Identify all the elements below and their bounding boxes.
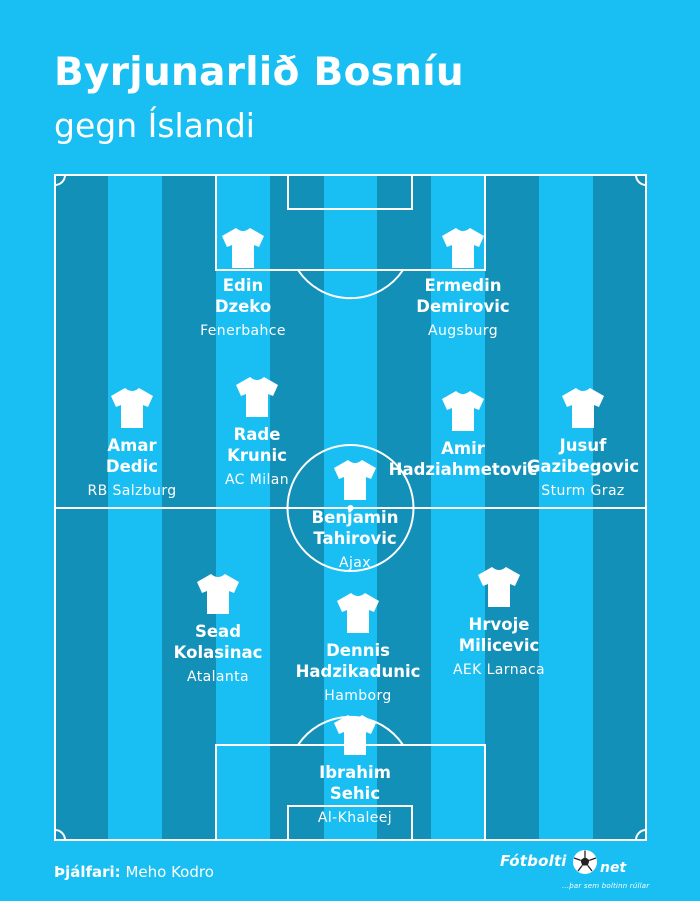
player-name: Amar Dedic — [105, 436, 159, 476]
player-dedic: Amar Dedic RB Salzburg — [47, 385, 217, 500]
player-club: AC Milan — [224, 472, 290, 488]
player-club: AEK Larnaca — [452, 662, 546, 678]
shirt-icon — [197, 574, 239, 614]
corner-arc-top-right — [635, 174, 647, 186]
player-name: Hrvoje Milicevic — [458, 615, 540, 655]
shirt-icon — [334, 715, 376, 755]
player-name: Sead Kolasinac — [173, 622, 263, 662]
center-spot — [347, 505, 354, 511]
top-penalty-arc — [297, 269, 404, 300]
shirt-icon — [222, 228, 264, 268]
coach-name: Meho Kodro — [125, 863, 214, 881]
logo-text: Fótbolti — [500, 852, 567, 870]
shirt-icon — [337, 593, 379, 633]
player-demirovic: Ermedin Demirovic Augsburg — [378, 225, 548, 340]
player-name: Rade Krunic — [227, 425, 287, 465]
player-name: Dennis Hadzikadunic — [295, 641, 421, 681]
top-goal-area — [287, 174, 413, 210]
shirt-icon — [111, 388, 153, 428]
shirt-icon — [334, 460, 376, 500]
shirt-icon — [478, 567, 520, 607]
player-club: Augsburg — [428, 323, 498, 339]
player-krunic: Rade Krunic AC Milan — [172, 374, 342, 489]
player-club: Fenerbahce — [200, 323, 286, 339]
player-hadziahmetovic: Amir Hadziahmetovic — [378, 388, 548, 485]
shirt-icon — [236, 377, 278, 417]
player-sehic: Ibrahim Sehic Al-Khaleej — [270, 712, 440, 827]
player-gazibegovic: Jusuf Gazibegovic Sturm Graz — [498, 385, 668, 500]
player-name: Edin Dzeko — [214, 276, 272, 316]
player-club: Atalanta — [186, 669, 249, 685]
soccer-ball-icon — [573, 850, 597, 874]
page-subtitle: gegn Íslandi — [54, 106, 255, 145]
shirt-icon — [442, 391, 484, 431]
shirt-icon — [562, 388, 604, 428]
corner-arc-bottom-left — [54, 829, 66, 841]
player-club: RB Salzburg — [87, 483, 177, 499]
player-club: Hamborg — [324, 688, 392, 704]
page-title: Byrjunarlið Bosníu — [54, 50, 464, 95]
logo-slogan: ...þar sem boltinn rúllar — [562, 882, 650, 890]
player-kolasinac: Sead Kolasinac Atalanta — [133, 571, 303, 686]
player-name: Ibrahim Sehic — [319, 763, 391, 803]
player-name: Amir Hadziahmetovic — [388, 439, 538, 479]
player-club: Al-Khaleej — [317, 810, 393, 826]
player-name: Ermedin Demirovic — [416, 276, 510, 316]
fotbolti-net-logo: Fótbolti net ...þar sem boltinn rúllar — [500, 846, 650, 896]
player-hadzikadunic: Dennis Hadzikadunic Hamborg — [273, 590, 443, 705]
logo-net-text: net — [600, 860, 627, 876]
player-milicevic: Hrvoje Milicevic AEK Larnaca — [414, 564, 584, 679]
shirt-icon — [442, 228, 484, 268]
player-club: Ajax — [339, 555, 371, 571]
player-dzeko: Edin Dzeko Fenerbahce — [158, 225, 328, 340]
center-circle — [286, 444, 415, 572]
player-name: Benjamin Tahirovic — [311, 508, 399, 548]
football-pitch — [54, 174, 647, 841]
coach-label: Þjálfari: — [54, 863, 121, 881]
coach-line: Þjálfari: Meho Kodro — [54, 862, 214, 882]
corner-arc-bottom-right — [635, 829, 647, 841]
player-club: Sturm Graz — [541, 483, 625, 499]
bottom-goal-area — [287, 805, 413, 841]
corner-arc-top-left — [54, 174, 66, 186]
player-name: Jusuf Gazibegovic — [526, 436, 640, 476]
player-tahirovic: Benjamin Tahirovic Ajax — [270, 457, 440, 572]
